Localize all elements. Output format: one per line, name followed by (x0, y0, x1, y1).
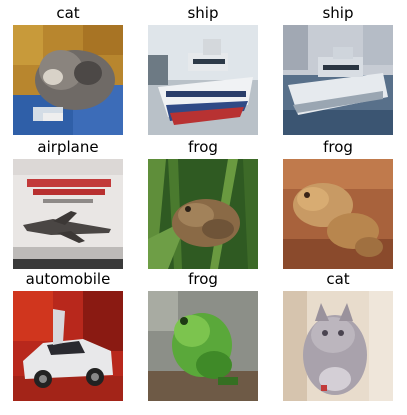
image-thumbnail-ship (148, 25, 258, 135)
image-label: ship (322, 4, 354, 22)
image-label: cat (326, 270, 350, 288)
grid-cell-ship-2: ship (283, 2, 393, 135)
grid-cell-cat-1: cat (13, 2, 123, 135)
image-thumbnail-automobile (13, 291, 123, 401)
grid-cell-automobile: automobile (13, 268, 123, 401)
image-thumbnail-frog (148, 159, 258, 269)
grid-cell-airplane: airplane (13, 136, 123, 269)
image-label: automobile (25, 270, 111, 288)
image-thumbnail-frog (148, 291, 258, 401)
image-thumbnail-airplane (13, 159, 123, 269)
image-label: ship (187, 4, 219, 22)
image-label: frog (323, 138, 353, 156)
grid-cell-frog-2: frog (283, 136, 393, 269)
grid-cell-frog-3: frog (148, 268, 258, 401)
grid-cell-ship-1: ship (148, 2, 258, 135)
image-thumbnail-cat (283, 291, 393, 401)
image-thumbnail-frog (283, 159, 393, 269)
image-label: airplane (37, 138, 99, 156)
image-thumbnail-ship (283, 25, 393, 135)
image-label: frog (188, 270, 218, 288)
grid-cell-cat-2: cat (283, 268, 393, 401)
image-label: cat (56, 4, 80, 22)
grid-cell-frog-1: frog (148, 136, 258, 269)
image-thumbnail-cat (13, 25, 123, 135)
image-label: frog (188, 138, 218, 156)
